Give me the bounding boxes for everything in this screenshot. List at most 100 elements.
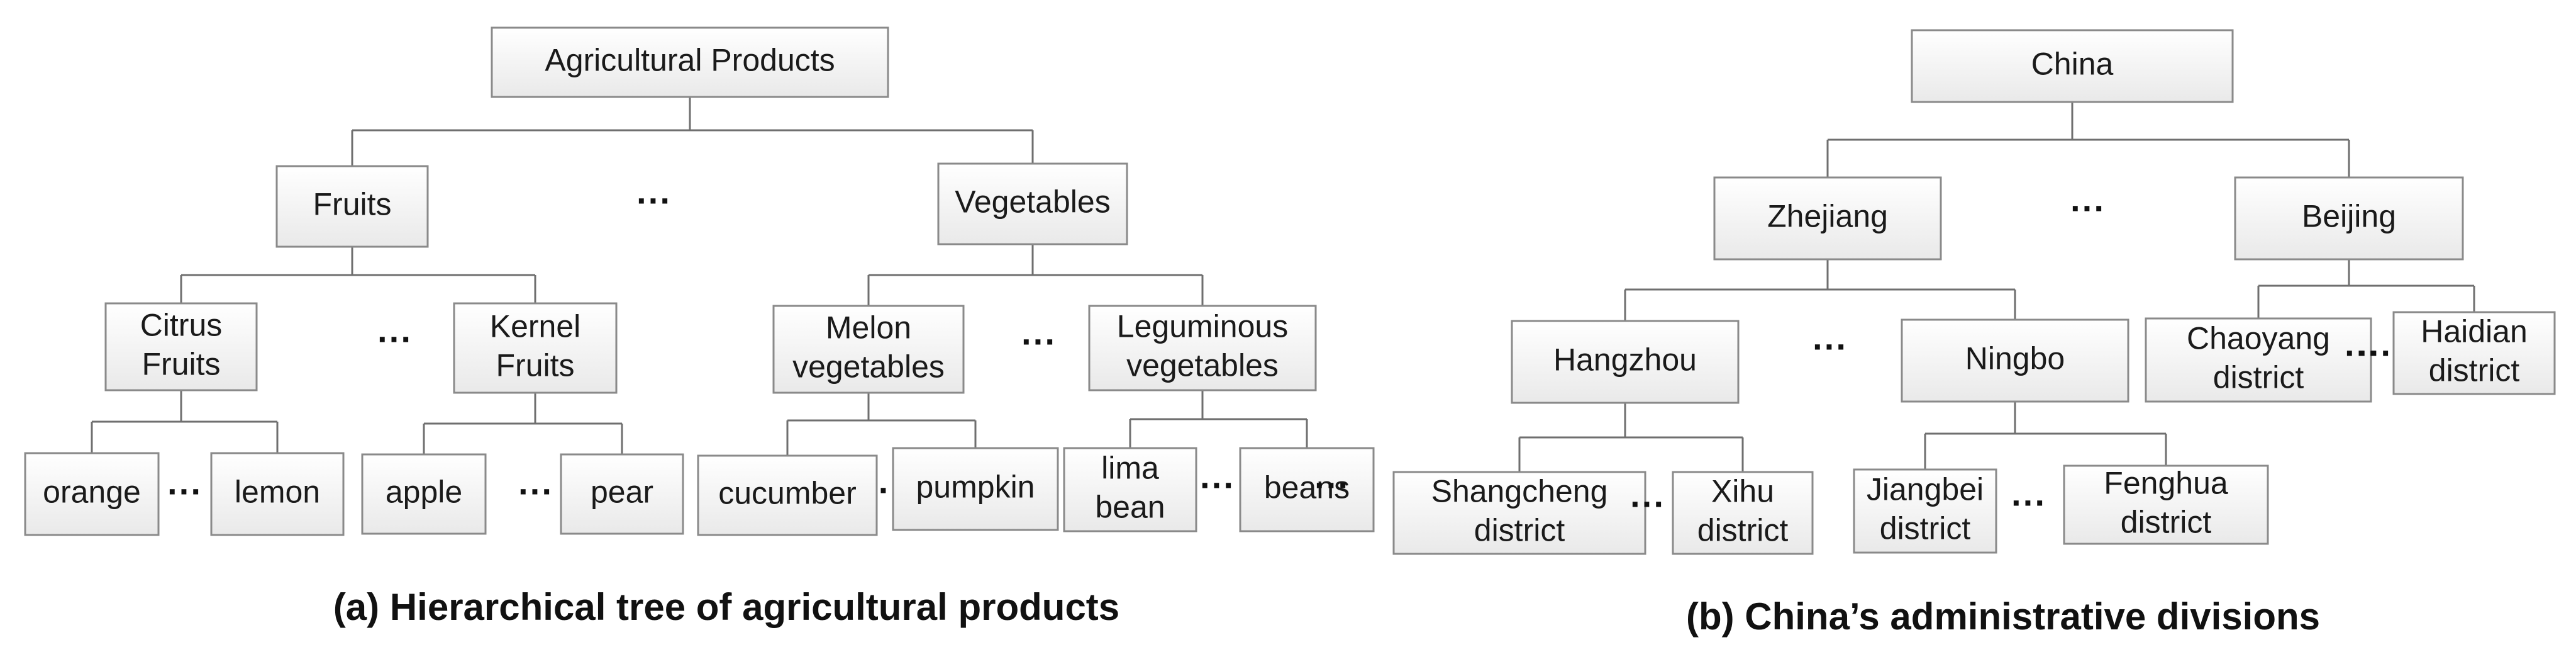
edge-line bbox=[423, 393, 623, 454]
tree-edges bbox=[1518, 102, 2475, 472]
ellipsis-mark: ··· bbox=[1813, 327, 1848, 366]
edge-line bbox=[867, 244, 1204, 306]
ellipsis-mark: ··· bbox=[377, 319, 413, 359]
node-label: Fenghua bbox=[2104, 466, 2228, 501]
node-beans: beans bbox=[1239, 447, 1375, 532]
ellipsis-mark: ··· bbox=[1200, 465, 1235, 505]
node-label: Chaoyang bbox=[2187, 321, 2330, 356]
node-orange: orange bbox=[24, 452, 160, 536]
node-label: pear bbox=[591, 475, 653, 510]
node-xihu: Xihu district bbox=[1672, 471, 1814, 555]
node-label: Fruits bbox=[496, 348, 575, 383]
ellipsis-mark: ··· bbox=[2011, 483, 2046, 522]
ellipsis-mark: ··· bbox=[636, 181, 672, 220]
node-box bbox=[1239, 447, 1375, 532]
node-box bbox=[560, 453, 684, 535]
node-pear: pear bbox=[560, 453, 684, 535]
node-box bbox=[453, 302, 618, 394]
node-apple: apple bbox=[361, 453, 487, 535]
node-label: Zhejiang bbox=[1767, 199, 1888, 234]
node-label: Hangzhou bbox=[1553, 342, 1697, 378]
node-pumpkin: pumpkin bbox=[892, 447, 1059, 531]
node-label: Shangcheng bbox=[1431, 474, 1608, 509]
node-label: Melon bbox=[826, 310, 911, 346]
edge-beijing bbox=[2257, 259, 2475, 318]
node-fruits: Fruits bbox=[275, 165, 429, 248]
node-label: China bbox=[2031, 47, 2114, 82]
node-box bbox=[892, 447, 1059, 531]
edge-line bbox=[1924, 402, 2167, 470]
edge-china bbox=[1826, 102, 2350, 177]
ellipsis-mark: ··· bbox=[1021, 322, 1057, 361]
node-label: Vegetables bbox=[955, 184, 1110, 220]
node-label: vegetables bbox=[792, 349, 945, 385]
node-box bbox=[1911, 29, 2234, 103]
edge-kernel bbox=[423, 393, 623, 454]
node-label: pumpkin bbox=[916, 470, 1035, 505]
edge-line bbox=[786, 393, 977, 456]
ellipsis-mark: ··· bbox=[2345, 333, 2380, 373]
node-label: Jiangbei bbox=[1867, 472, 1984, 507]
node-label: district bbox=[2121, 505, 2212, 540]
edge-melon bbox=[786, 393, 977, 456]
node-box bbox=[1392, 471, 1646, 555]
edge-line bbox=[1518, 403, 1744, 472]
node-label: district bbox=[1474, 513, 1565, 548]
node-box bbox=[1853, 468, 1997, 554]
node-fenghua: Fenghua district bbox=[2063, 464, 2269, 545]
node-box bbox=[104, 302, 258, 391]
node-label: Agricultural Products bbox=[545, 43, 835, 78]
node-label: Xihu bbox=[1711, 474, 1774, 509]
node-jiangbei: Jiangbei district bbox=[1853, 468, 1997, 554]
node-box bbox=[2145, 317, 2372, 403]
node-label: cucumber bbox=[718, 476, 857, 511]
tree-edges bbox=[91, 97, 1308, 456]
node-vegetables: Vegetables bbox=[937, 162, 1128, 245]
node-ningbo: Ningbo bbox=[1901, 318, 2129, 403]
ellipsis-mark: ··· bbox=[2357, 333, 2392, 373]
edge-hangzhou bbox=[1518, 403, 1744, 472]
node-label: Fruits bbox=[313, 187, 392, 222]
edge-line bbox=[1129, 390, 1308, 448]
node-box bbox=[361, 453, 487, 535]
node-label: district bbox=[1697, 513, 1789, 548]
node-box bbox=[937, 162, 1128, 245]
edge-vegetables bbox=[867, 244, 1204, 306]
ellipsis-mark: ··· bbox=[2070, 188, 2106, 228]
node-box bbox=[1713, 176, 1942, 261]
node-cucumber: cucumber bbox=[697, 454, 878, 536]
edge-fruits bbox=[180, 247, 536, 303]
node-shangcheng: Shangcheng district bbox=[1392, 471, 1646, 555]
node-box bbox=[275, 165, 429, 248]
edge-line bbox=[180, 247, 536, 303]
node-hangzhou: Hangzhou bbox=[1511, 320, 1740, 404]
edge-line bbox=[2257, 259, 2475, 318]
node-box bbox=[1511, 320, 1740, 404]
ellipsis-mark: ··· bbox=[167, 471, 203, 511]
node-label: orange bbox=[43, 475, 141, 510]
node-box bbox=[2234, 176, 2464, 261]
node-beijing: Beijing bbox=[2234, 176, 2464, 261]
ellipsis-mark: ··· bbox=[1630, 484, 1665, 524]
node-label: district bbox=[2429, 353, 2520, 388]
edge-line bbox=[351, 97, 1034, 166]
node-box bbox=[697, 454, 878, 536]
node-label: district bbox=[1880, 511, 1971, 546]
edge-citrus bbox=[91, 390, 279, 453]
node-label: lemon bbox=[235, 475, 320, 510]
node-label: district bbox=[2213, 360, 2304, 395]
node-box bbox=[2063, 464, 2269, 545]
node-box bbox=[491, 26, 889, 98]
node-box bbox=[1063, 447, 1197, 532]
edge-line bbox=[91, 390, 279, 453]
node-box bbox=[2392, 311, 2556, 395]
node-label: Ningbo bbox=[1965, 341, 2065, 376]
node-zhejiang: Zhejiang bbox=[1713, 176, 1942, 261]
